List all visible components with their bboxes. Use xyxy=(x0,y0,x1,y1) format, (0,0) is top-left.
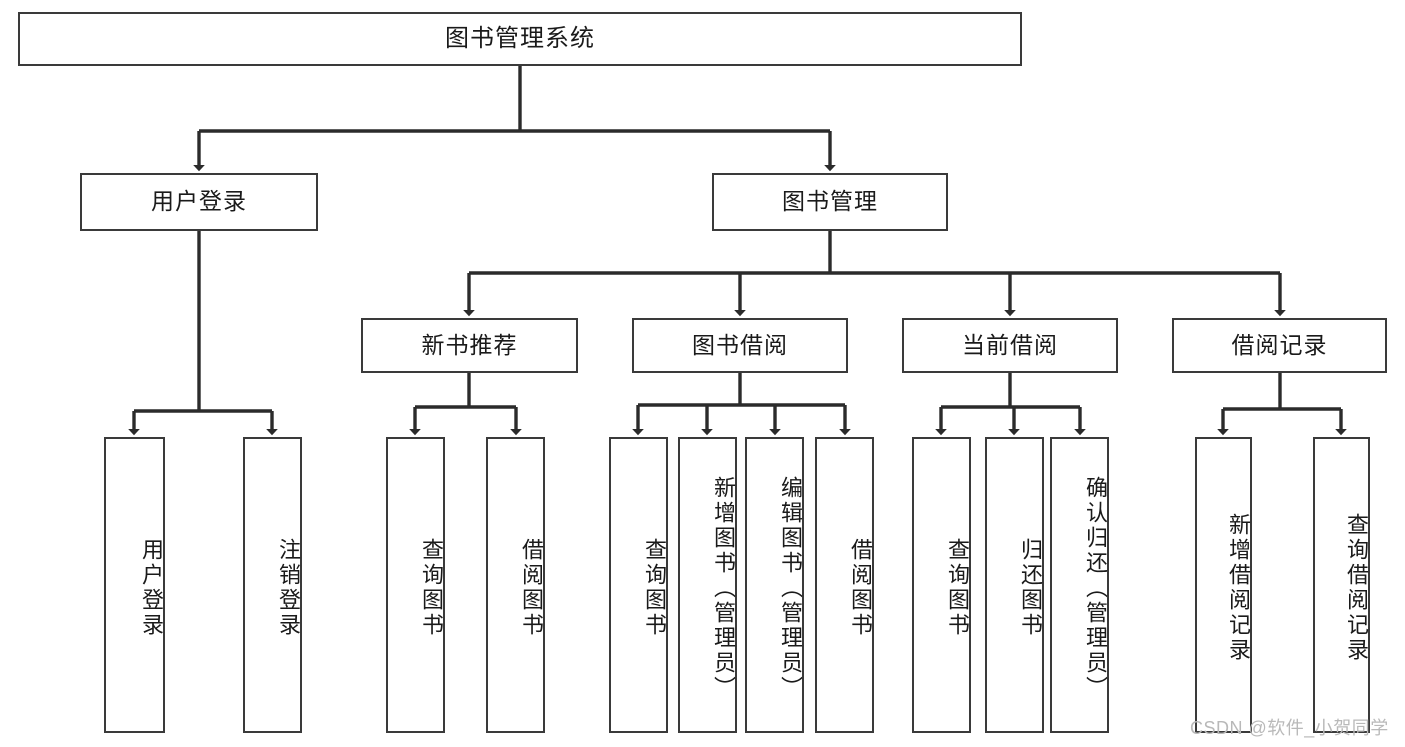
node-label: 查询图书 xyxy=(945,538,970,638)
node-book-management[interactable]: 图书管理 xyxy=(712,173,948,231)
node-label: 借阅记录 xyxy=(1231,331,1328,358)
node-label: 归还图书 xyxy=(1018,538,1043,638)
leaf-query-book-recommend[interactable]: 查询图书 xyxy=(386,437,445,733)
node-label: 图书借阅 xyxy=(692,331,788,358)
node-label: 当前借阅 xyxy=(962,331,1058,358)
leaf-add-borrow-record[interactable]: 新增借阅记录 xyxy=(1195,437,1252,733)
node-label: 编辑图书（管理员） xyxy=(778,475,803,701)
node-user-login[interactable]: 用户登录 xyxy=(80,173,318,231)
node-label: 新增借阅记录 xyxy=(1226,513,1251,663)
node-label: 图书管理 xyxy=(782,188,878,215)
node-label: 用户登录 xyxy=(151,188,247,215)
node-label: 查询图书 xyxy=(419,538,444,638)
leaf-borrow-book[interactable]: 借阅图书 xyxy=(815,437,874,733)
leaf-query-book-borrow[interactable]: 查询图书 xyxy=(609,437,668,733)
node-label: 查询图书 xyxy=(642,538,667,638)
node-borrow-records[interactable]: 借阅记录 xyxy=(1172,318,1387,373)
leaf-borrow-book-recommend[interactable]: 借阅图书 xyxy=(486,437,545,733)
csdn-watermark: CSDN @软件_小贺同学 xyxy=(1190,718,1389,738)
leaf-confirm-return-admin[interactable]: 确认归还（管理员） xyxy=(1050,437,1109,733)
leaf-query-borrow-record[interactable]: 查询借阅记录 xyxy=(1313,437,1370,733)
leaf-return-book[interactable]: 归还图书 xyxy=(985,437,1044,733)
leaf-logout[interactable]: 注销登录 xyxy=(243,437,302,733)
node-label: 借阅图书 xyxy=(519,538,544,638)
node-book-borrow[interactable]: 图书借阅 xyxy=(632,318,848,373)
node-label: 新书推荐 xyxy=(421,331,518,358)
leaf-add-book-admin[interactable]: 新增图书（管理员） xyxy=(678,437,737,733)
node-label: 查询借阅记录 xyxy=(1344,513,1369,663)
node-label: 注销登录 xyxy=(276,538,301,638)
leaf-user-login[interactable]: 用户登录 xyxy=(104,437,165,733)
node-label: 图书管理系统 xyxy=(445,24,595,52)
node-new-book-recommend[interactable]: 新书推荐 xyxy=(361,318,578,373)
node-root-system[interactable]: 图书管理系统 xyxy=(18,12,1022,66)
node-label: 用户登录 xyxy=(139,538,164,638)
node-label: 确认归还（管理员） xyxy=(1083,475,1108,701)
node-current-borrow[interactable]: 当前借阅 xyxy=(902,318,1118,373)
leaf-query-book-current[interactable]: 查询图书 xyxy=(912,437,971,733)
leaf-edit-book-admin[interactable]: 编辑图书（管理员） xyxy=(745,437,804,733)
node-label: 新增图书（管理员） xyxy=(711,475,736,701)
node-label: 借阅图书 xyxy=(848,538,873,638)
